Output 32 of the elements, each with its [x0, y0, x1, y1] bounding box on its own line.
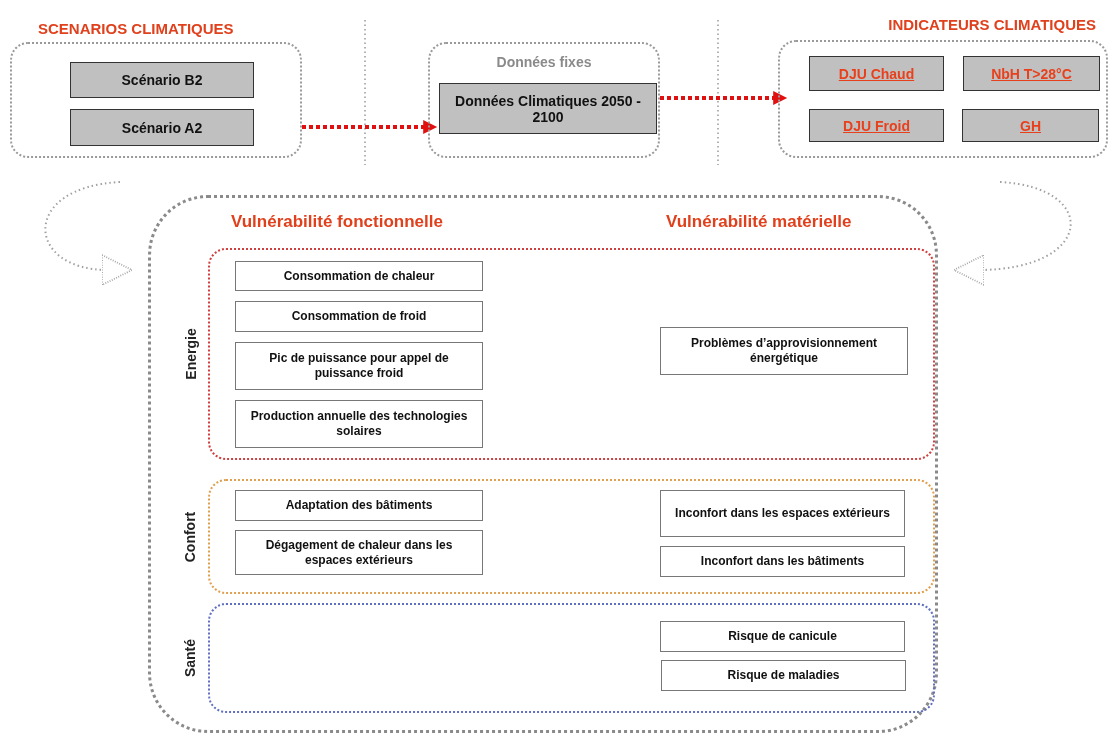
- item-box: Pic de puissance pour appel de puissance froid: [235, 342, 483, 390]
- item-box: Risque de canicule: [660, 621, 905, 652]
- group-heading: SCENARIOS CLIMATIQUES: [38, 20, 234, 37]
- curved-arrow: [953, 181, 1072, 286]
- section-heading: Vulnérabilité matérielle: [666, 212, 852, 232]
- indicator-box: NbH T>28°C: [963, 56, 1100, 91]
- indicator-box: DJU Chaud: [809, 56, 944, 91]
- group-frame: [428, 42, 660, 158]
- data-box: Scénario A2: [70, 109, 254, 146]
- item-box: Consommation de chaleur: [235, 261, 483, 291]
- data-box: Scénario B2: [70, 62, 254, 98]
- arrow: [660, 91, 788, 105]
- indicator-box: GH: [962, 109, 1099, 142]
- group-heading: Données fixes: [495, 54, 593, 70]
- item-box: Production annuelle des technologies solaires: [235, 400, 483, 448]
- item-box: Problèmes d’approvisionnement énergétique: [660, 327, 908, 375]
- item-box: Inconfort dans les espaces extérieurs: [660, 490, 905, 537]
- arrow: [302, 120, 438, 134]
- item-box: Consommation de froid: [235, 301, 483, 332]
- item-box: Adaptation des bâtiments: [235, 490, 483, 521]
- curved-arrow: [44, 181, 133, 286]
- item-box: Inconfort dans les bâtiments: [660, 546, 905, 577]
- data-box: Données Climatiques 2050 - 2100: [439, 83, 657, 134]
- category-label: Energie: [182, 328, 199, 380]
- group-heading: INDICATEURS CLIMATIQUES: [888, 16, 1096, 33]
- group-frame: [148, 195, 938, 733]
- category-label: Confort: [181, 511, 198, 562]
- item-box: Risque de maladies: [661, 660, 906, 691]
- section-heading: Vulnérabilité fonctionnelle: [231, 212, 443, 232]
- indicator-box: DJU Froid: [809, 109, 944, 142]
- category-label: Santé: [182, 638, 199, 678]
- item-box: Dégagement de chaleur dans les espaces extérieurs: [235, 530, 483, 575]
